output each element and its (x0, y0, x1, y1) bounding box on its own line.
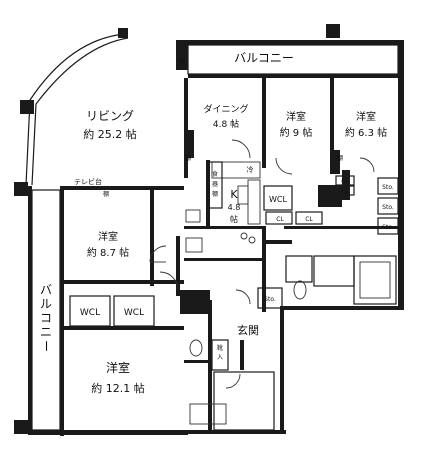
entrance-name: 玄関 (237, 323, 259, 337)
cl-2: CL (305, 216, 313, 223)
shelf-label-3: 棚 (179, 58, 185, 66)
cl-4: CL (341, 188, 349, 195)
wcl-center: WCL (269, 195, 287, 204)
shoe-char-2: 入 (217, 354, 223, 361)
tv-stand-label: テレビ台 (74, 177, 102, 186)
bedroom-d-name: 洋室 (106, 360, 130, 375)
dining-size: 4.8 帖 (213, 118, 239, 130)
bedroom-c-size: 約 8.7 帖 (87, 246, 129, 259)
bedroom-a-size: 約 9 帖 (280, 126, 313, 139)
labels: バルコニー リビング 約 25.2 帖 ダイニング 4.8 帖 洋室 約 9 帖… (39, 51, 394, 395)
wcl-left-2: WCL (124, 308, 144, 318)
kitchen-unit: 帖 (230, 214, 238, 224)
bedroom-b-size: 約 6.3 帖 (345, 126, 387, 139)
shelf-label-4: 棚 (337, 154, 343, 162)
left-balcony-frame (31, 189, 61, 431)
left-balcony-char-5: ー (39, 340, 53, 352)
kitchen-name: K (230, 188, 238, 201)
door-swings (149, 139, 375, 389)
pantry-char-3: 棚 (212, 190, 218, 198)
cl-3: CL (341, 178, 349, 185)
outer-walls (14, 24, 404, 436)
living-size: 約 25.2 帖 (83, 127, 137, 141)
bedroom-a-name: 洋室 (286, 110, 306, 123)
pantry-char-1: 食 (212, 170, 218, 178)
bedroom-c-name: 洋室 (98, 230, 118, 243)
wcl-left-1: WCL (80, 308, 100, 318)
bedroom-b-name: 洋室 (356, 110, 376, 123)
bedroom-d-size: 約 12.1 帖 (91, 381, 145, 395)
kitchen-size: 4.8 (228, 203, 241, 212)
left-balcony-char-4: ニ (40, 325, 52, 339)
sto-1: Sto. (382, 184, 394, 191)
cl-1: CL (276, 216, 284, 223)
fridge-label: 冷 (247, 165, 254, 174)
pantry-char-2: 器 (212, 181, 218, 188)
top-balcony-label: バルコニー (234, 51, 294, 65)
left-balcony-char-3: コ (40, 311, 52, 325)
top-balcony-frame (187, 44, 399, 75)
left-balcony-char-1: バ (40, 283, 52, 297)
shelf-label-1: 棚 (103, 190, 109, 198)
sto-2: Sto. (382, 204, 394, 211)
shoe-char-1: 靴 (217, 344, 223, 352)
living-name: リビング (86, 109, 134, 123)
dining-name: ダイニング (203, 103, 248, 115)
shelf-label-2: 棚 (185, 154, 191, 162)
sto-3: Sto. (382, 224, 394, 231)
fixtures (69, 161, 399, 431)
sto-4: Sto. (264, 296, 276, 303)
left-balcony-char-2: ル (40, 297, 52, 311)
